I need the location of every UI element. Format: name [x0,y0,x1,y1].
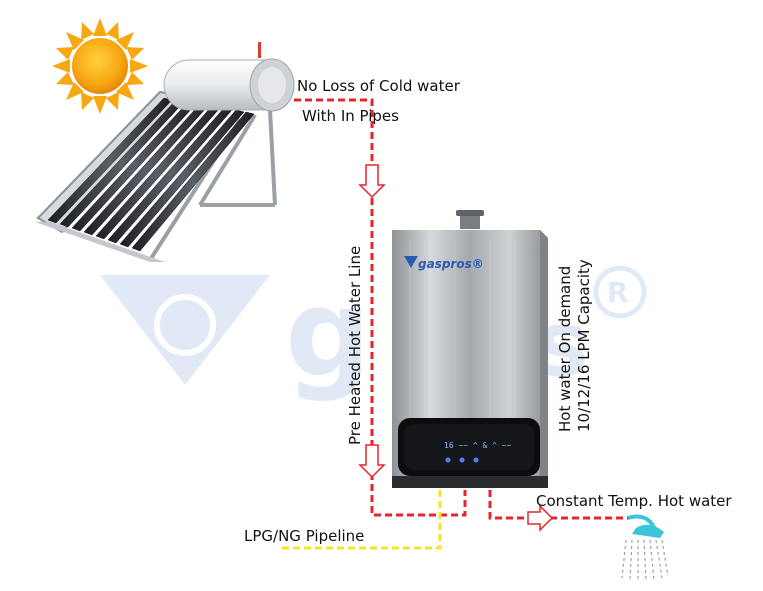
flow-arrow [358,164,554,532]
label-no-loss-line2: With In Pipes [302,107,399,125]
sun-icon [52,18,148,114]
label-no-loss-line1: No Loss of Cold water [297,77,460,95]
heater-logo-text: gaspros® [418,257,484,271]
hot-water-line [294,98,630,520]
shower-icon [621,514,669,581]
label-hot-on-demand-line2: 10/12/16 LPM Capacity [575,259,593,432]
display-readout: 16 ~~ ^ & ^ ~~ [444,441,512,450]
label-constant-temp: Constant Temp. Hot water [536,492,732,510]
gas-line [282,490,442,550]
gas-water-heater: gaspros® 16 ~~ ^ & ^ ~~ [392,210,548,488]
solar-heater [35,42,295,262]
svg-text:g: g [285,265,371,404]
svg-text:R: R [607,276,629,309]
heater-logo: gaspros® [404,256,484,271]
control-buttons [445,457,479,463]
label-hot-on-demand-line1: Hot water On demand [556,265,574,432]
label-preheated: Pre Heated Hot Water Line [346,245,364,445]
label-lpg-ng: LPG/NG Pipeline [244,527,365,545]
